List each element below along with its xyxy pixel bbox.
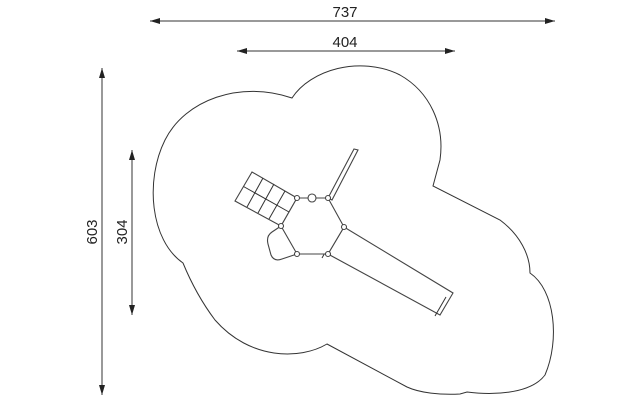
dimension-overall-depth: 603 [84, 68, 105, 395]
dimension-label: 603 [84, 219, 101, 244]
dimension-equipment-width: 404 [237, 34, 455, 54]
dimension-label: 404 [332, 34, 357, 51]
dimension-label: 304 [114, 219, 131, 244]
dimension-equipment-depth: 304 [114, 150, 135, 315]
slide [321, 226, 454, 317]
safety-zone-outline [152, 65, 554, 395]
ladder [327, 148, 359, 201]
dimension-label: 737 [332, 4, 357, 21]
handrail-loop [266, 225, 298, 261]
hexagon-deck [277, 193, 348, 258]
dimension-overall-width: 737 [150, 4, 555, 24]
